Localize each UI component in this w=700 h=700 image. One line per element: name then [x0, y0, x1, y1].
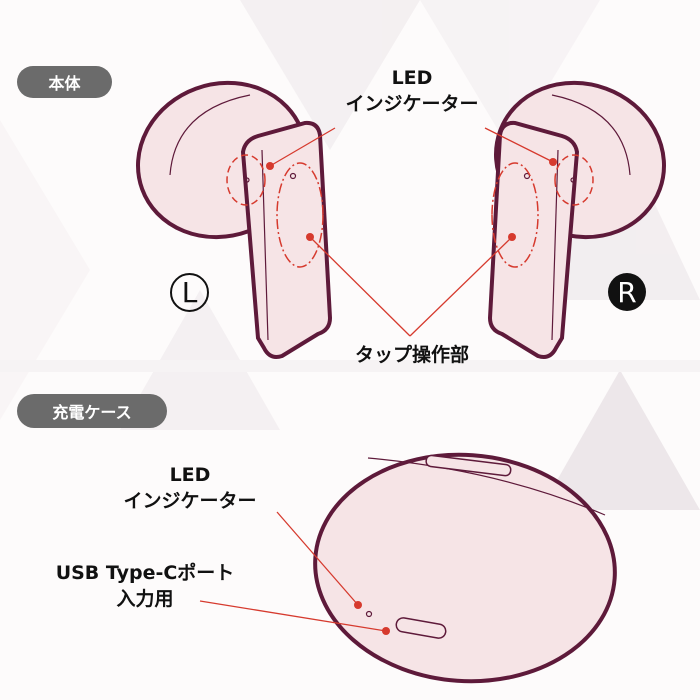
usb-port-label-line2: 入力用 — [116, 587, 174, 610]
case-led-label-line1: LED — [169, 464, 211, 486]
usb-port-label: USB Type-Cポート 入力用 — [20, 561, 270, 612]
tap-control-label: タップ操作部 — [354, 344, 469, 366]
usb-port-label-line1: USB Type-Cポート — [55, 562, 235, 584]
earbud-led-label: LED インジケーター — [320, 66, 504, 117]
right-indicator-mark: R — [608, 273, 646, 311]
case-led-label: LED インジケーター — [100, 463, 280, 514]
charging-case — [313, 452, 617, 684]
earbud-led-label-line1: LED — [391, 67, 433, 89]
case-section-badge: 充電ケース — [17, 394, 167, 428]
left-earbud — [136, 80, 333, 359]
case-led-label-line2: インジケーター — [123, 489, 257, 512]
earbud-callouts — [266, 127, 557, 337]
earbuds-section-badge: 本体 — [17, 66, 112, 98]
left-indicator-mark: L — [170, 273, 209, 312]
earbud-led-label-line2: インジケーター — [345, 92, 479, 115]
right-earbud — [487, 80, 666, 359]
case-callouts — [199, 511, 390, 635]
